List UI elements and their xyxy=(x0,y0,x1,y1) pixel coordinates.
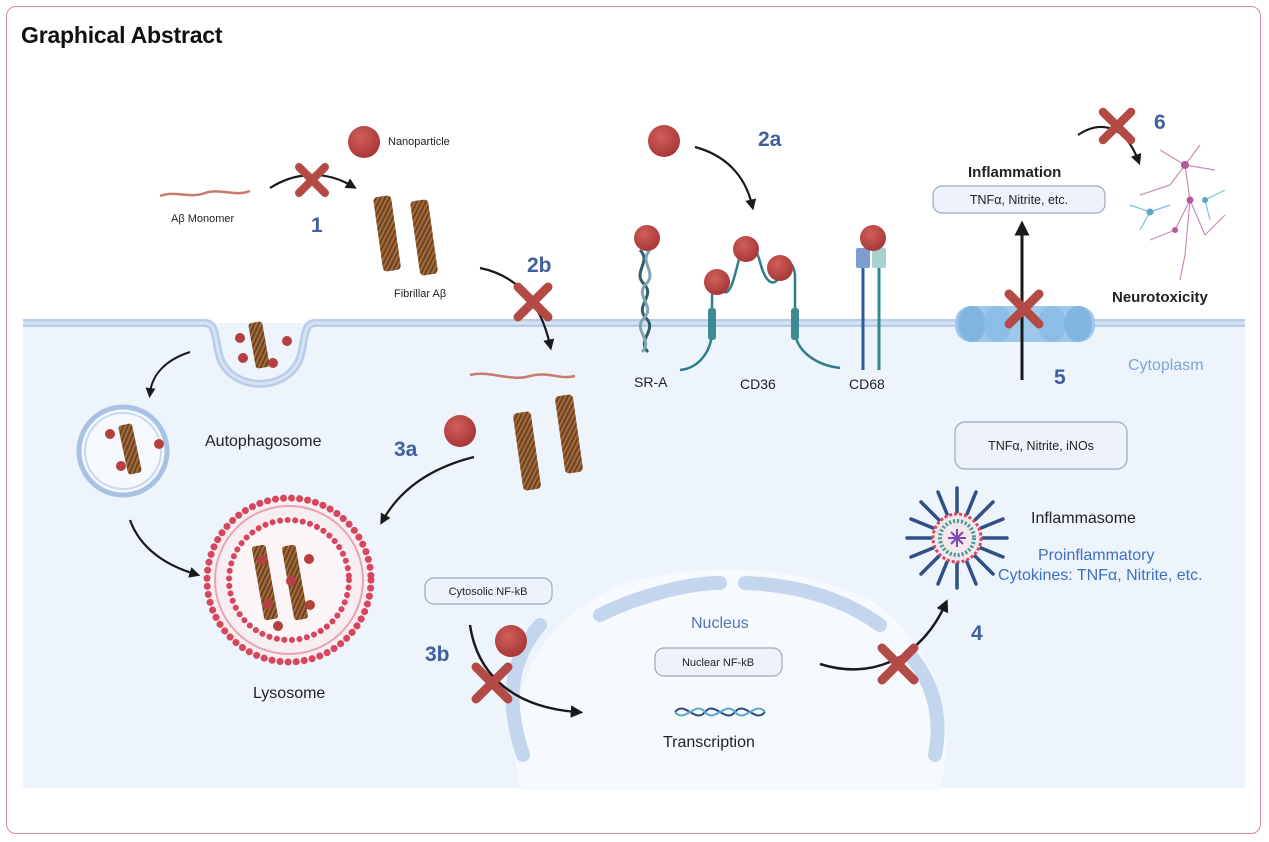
proinflammatory-label-2: Cytokines: TNFα, Nitrite, etc. xyxy=(998,567,1203,584)
step-1-number: 1 xyxy=(311,214,323,237)
cd68-label: CD68 xyxy=(849,376,885,392)
inflammasome-label: Inflammasome xyxy=(1031,510,1136,527)
tnf-inos-box xyxy=(954,421,1128,470)
cd36-receptor xyxy=(679,236,841,372)
cd68-receptor xyxy=(856,225,886,370)
arrow-3b xyxy=(468,624,584,718)
nuclear-nfkb-text: Nuclear NF-kB xyxy=(682,657,754,669)
sr-a-receptor xyxy=(634,225,660,354)
arrow-3a xyxy=(380,455,475,525)
inflammation-box-text: TNFα, Nitrite, etc. xyxy=(970,193,1068,207)
neurotoxicity-label: Neurotoxicity xyxy=(1112,289,1209,306)
lysosome xyxy=(203,494,375,666)
inflammation-label: Inflammation xyxy=(968,164,1061,181)
sr-a-label: SR-A xyxy=(634,374,668,390)
step-2a-number: 2a xyxy=(758,128,782,151)
cd36-label: CD36 xyxy=(740,376,776,392)
step-6-number: 6 xyxy=(1154,111,1166,134)
nanoparticle-3a xyxy=(444,415,476,447)
figure-frame xyxy=(6,6,1261,834)
lysosome-label: Lysosome xyxy=(253,685,325,702)
fibrillar-ab-label: Fibrillar Aβ xyxy=(394,288,446,300)
ab-monomer xyxy=(159,189,251,198)
step-5-number: 5 xyxy=(1054,366,1066,389)
nanoparticle-label: Nanoparticle xyxy=(388,136,450,148)
autophagosome xyxy=(76,404,170,498)
nuclear-nfkb-box xyxy=(654,647,783,677)
arrow-2a xyxy=(694,145,757,211)
transcription-label: Transcription xyxy=(663,734,755,751)
ab-monomer-label: Aβ Monomer xyxy=(171,213,235,225)
cytoplasm-label: Cytoplasm xyxy=(1128,357,1204,374)
nanoparticle-2a xyxy=(648,125,680,157)
inflammation-box xyxy=(932,185,1106,214)
proinflammatory-label-1: Proinflammatory xyxy=(1038,547,1154,564)
step-4-number: 4 xyxy=(971,622,983,645)
autophagosome-label: Autophagosome xyxy=(205,433,322,450)
ab-monomer-internal xyxy=(469,372,576,379)
cytosolic-nfkb-text: Cytosolic NF-kB xyxy=(449,586,528,598)
inhibition-x-icon xyxy=(1098,107,1136,145)
nuclear-envelope-right-lower xyxy=(903,648,945,762)
arrow-autophagy xyxy=(128,519,201,578)
inhibition-x-icon xyxy=(471,662,513,704)
step-3a-number: 3a xyxy=(394,438,418,461)
dna-helix-icon xyxy=(674,707,766,717)
nucleus-region xyxy=(514,569,947,790)
nanoparticle-1 xyxy=(348,126,380,158)
step-2b-number: 2b xyxy=(527,254,552,277)
inhibition-x-icon xyxy=(513,282,553,322)
arrow-endocytosis xyxy=(145,351,191,398)
neuron-icon xyxy=(1129,144,1226,281)
cytosolic-nfkb-box xyxy=(424,577,553,605)
inhibition-x-icon xyxy=(295,163,329,197)
tnf-inos-text: TNFα, Nitrite, iNOs xyxy=(988,439,1094,453)
figure-title: Graphical Abstract xyxy=(21,22,223,48)
nuclear-envelope-left xyxy=(505,618,547,762)
inhibition-x-icon xyxy=(877,643,919,685)
step-3b-number: 3b xyxy=(425,643,450,666)
fibrillar-ab-internal xyxy=(513,394,583,491)
nucleus-label: Nucleus xyxy=(691,615,749,632)
nanoparticle-3b xyxy=(495,625,527,657)
membrane-channel-icon xyxy=(955,306,1095,342)
nuclear-envelope-right xyxy=(738,576,887,632)
endocytic-vesicle-contents xyxy=(235,321,292,369)
nuclear-envelope-top xyxy=(593,576,727,622)
fibrillar-ab xyxy=(373,195,438,276)
inhibition-x-icon xyxy=(1004,289,1044,329)
inflammasome-icon xyxy=(905,486,1009,590)
